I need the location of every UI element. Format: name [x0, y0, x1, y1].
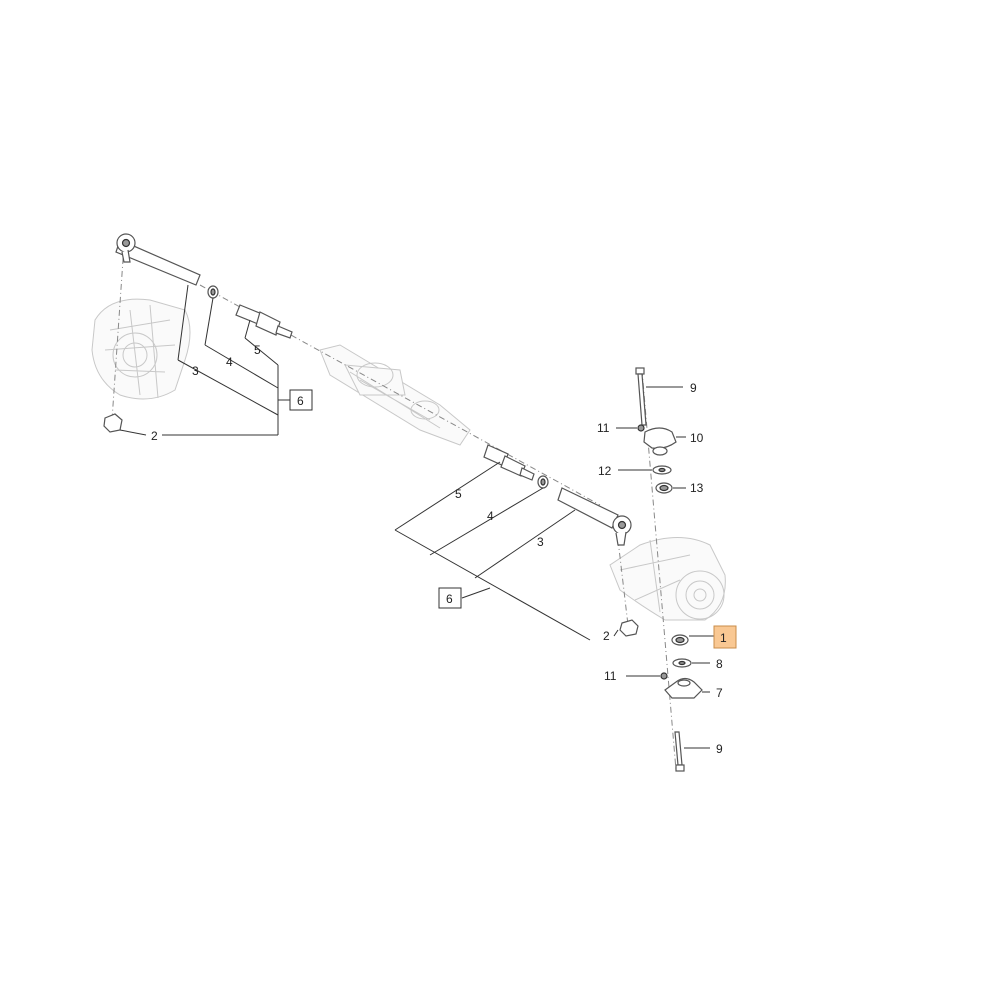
leader-lines [119, 284, 714, 749]
callout-3-left: 3 [192, 364, 199, 378]
bottom-bearing [671, 634, 689, 646]
right-inner-ball-joint [483, 444, 535, 481]
callout-13: 13 [690, 481, 704, 495]
callout-11-top: 11 [597, 421, 610, 435]
callout-2-right: 2 [603, 629, 610, 643]
left-washer [207, 285, 219, 299]
callout-1: 1 [720, 631, 727, 645]
callout-10: 10 [690, 431, 704, 445]
callout-12: 12 [598, 464, 612, 478]
left-tie-rod-end [115, 233, 201, 286]
top-bearing [655, 482, 673, 494]
bottom-cap [664, 677, 703, 699]
top-cap [643, 427, 677, 456]
callout-8: 8 [716, 657, 723, 671]
right-tie-rod-end [557, 487, 632, 546]
callout-5-left: 5 [254, 343, 261, 357]
steering-cylinder-ghost [319, 344, 471, 446]
left-axle-housing-ghost [91, 298, 191, 400]
callout-4-left: 4 [226, 355, 233, 369]
callout-9-bottom: 9 [716, 742, 723, 756]
callout-3-right: 3 [537, 535, 544, 549]
right-washer [537, 475, 549, 489]
left-nut [103, 413, 123, 433]
bottom-bolt [674, 731, 685, 772]
top-grease-nipple [637, 424, 645, 432]
callout-4-right: 4 [487, 509, 494, 523]
callout-6-right: 6 [446, 592, 453, 606]
top-shim [652, 465, 672, 475]
callout-6-left: 6 [297, 394, 304, 408]
callout-6-right-box: 6 [438, 587, 462, 609]
callout-7: 7 [716, 686, 723, 700]
callout-2-left: 2 [151, 429, 158, 443]
right-nut [619, 619, 639, 637]
bottom-shim [672, 658, 692, 668]
callout-9-top: 9 [690, 381, 697, 395]
right-knuckle-ghost [609, 537, 726, 621]
top-bolt [635, 367, 647, 426]
callout-6-left-box: 6 [289, 389, 313, 411]
callout-1-highlight[interactable]: 1 [713, 625, 737, 649]
callout-11-bottom: 11 [604, 669, 617, 683]
left-inner-ball-joint [235, 304, 293, 339]
bottom-grease-nipple [660, 672, 668, 680]
callout-5-right: 5 [455, 487, 462, 501]
